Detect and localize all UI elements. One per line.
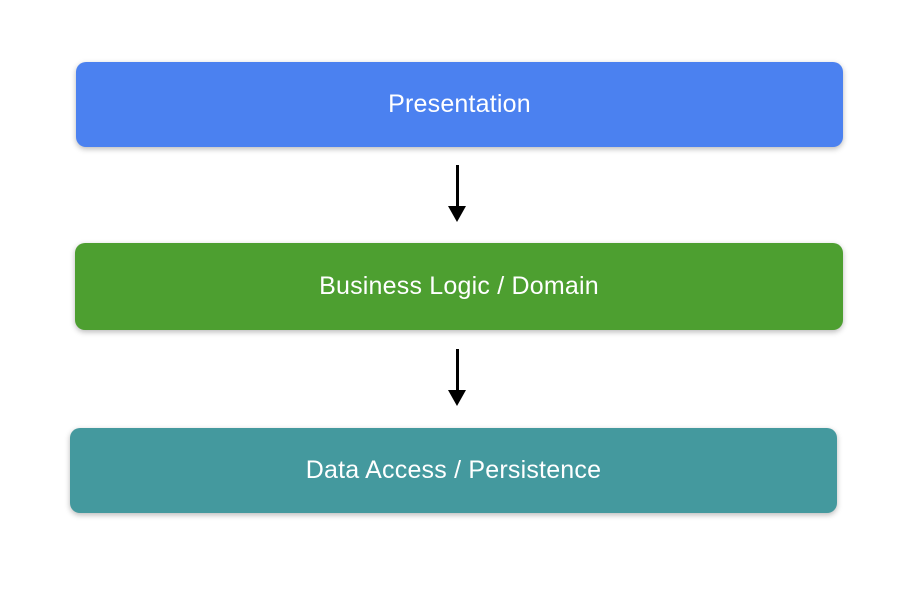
layer-box-data-access: Data Access / Persistence [70, 428, 837, 513]
arrow-shaft [455, 165, 459, 207]
layer-label-presentation: Presentation [388, 90, 531, 118]
layer-box-business-logic: Business Logic / Domain [75, 243, 843, 330]
arrow-head-icon [448, 390, 466, 406]
layer-label-business-logic: Business Logic / Domain [319, 272, 599, 300]
down-arrow-connector-2 [447, 349, 467, 406]
layer-label-data-access: Data Access / Persistence [305, 456, 602, 484]
arrow-head-icon [448, 206, 466, 222]
down-arrow-connector-1 [447, 165, 467, 222]
layer-box-presentation: Presentation [76, 62, 843, 147]
arrow-shaft [455, 349, 459, 391]
